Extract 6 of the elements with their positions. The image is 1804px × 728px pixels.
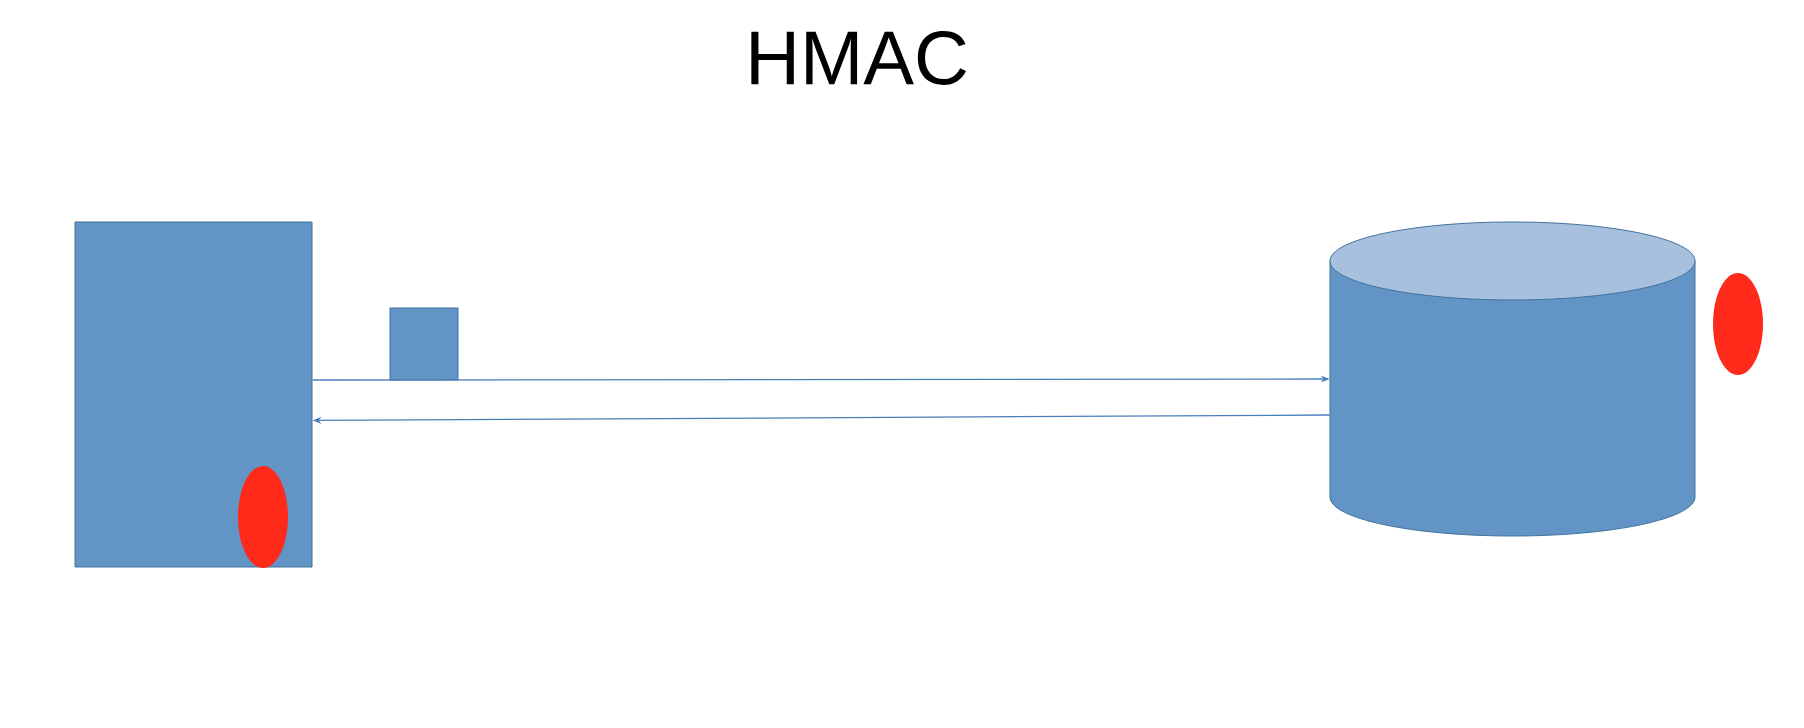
ellipse [238, 466, 288, 568]
ellipse [1713, 273, 1763, 375]
title: HMAC [751, 31, 966, 85]
box [74, 221, 313, 568]
cylinder [1329, 221, 1696, 537]
box [389, 307, 459, 381]
